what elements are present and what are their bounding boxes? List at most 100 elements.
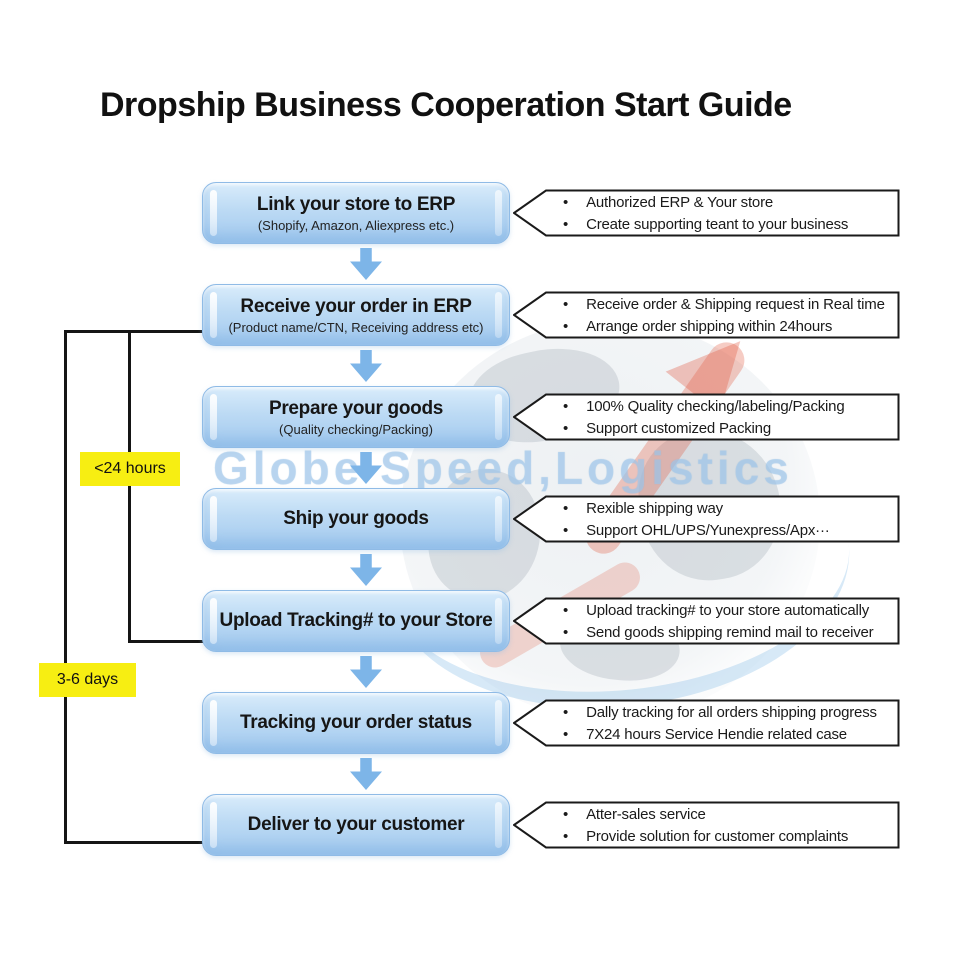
note-line: • Authorized ERP & Your store [563, 192, 900, 213]
step-note-callout: • Dally tracking for all orders shipping… [513, 699, 900, 747]
step-note-callout: • 100% Quality checking/labeling/Packing… [513, 393, 900, 441]
gloss-highlight [495, 292, 502, 338]
flow-step-label: Upload Tracking# to your Store [219, 610, 493, 631]
note-text: Atter-sales service [586, 805, 706, 823]
flow-step-box: Receive your order in ERP (Product name/… [202, 284, 510, 346]
step-row: Deliver to your customer • Atter-sales s… [0, 794, 960, 896]
bullet-icon: • [563, 521, 569, 539]
bracket-line-top [64, 330, 203, 333]
bullet-icon: • [563, 193, 569, 211]
bullet-icon: • [563, 805, 569, 823]
flow-step-sublabel: (Product name/CTN, Receiving address etc… [228, 319, 484, 335]
bullet-icon: • [563, 499, 569, 517]
flow-step-sublabel: (Shopify, Amazon, Aliexpress etc.) [257, 217, 455, 233]
flow-step-box: Tracking your order status [202, 692, 510, 754]
note-text: Support OHL/UPS/Yunexpress/Apx··· [586, 521, 830, 539]
note-text: Provide solution for customer complaints [586, 827, 849, 845]
step-note-callout: • Atter-sales service • Provide solution… [513, 801, 900, 849]
flow-step-box: Deliver to your customer [202, 794, 510, 856]
note-line: • 100% Quality checking/labeling/Packing [563, 396, 900, 417]
note-text: Send goods shipping remind mail to recei… [586, 623, 874, 641]
callout-notes: • Dally tracking for all orders shipping… [513, 699, 900, 747]
bracket-line-24hours [128, 330, 131, 643]
callout-outline [513, 393, 900, 441]
bullet-icon: • [563, 295, 569, 313]
gloss-highlight [495, 190, 502, 236]
note-line: • Rexible shipping way [563, 498, 900, 519]
gloss-highlight [495, 700, 502, 746]
bullet-icon: • [563, 703, 569, 721]
gloss-highlight [495, 496, 502, 542]
callout-outline [513, 495, 900, 543]
step-row: Upload Tracking# to your Store • Upload … [0, 590, 960, 692]
bullet-icon: • [563, 827, 569, 845]
note-text: Create supporting teant to your business [586, 215, 849, 233]
down-arrow-icon [350, 758, 382, 790]
gloss-highlight [495, 394, 502, 440]
gloss-highlight [210, 292, 217, 338]
flow-step-label: Link your store to ERP [256, 193, 456, 215]
note-line: • Send goods shipping remind mail to rec… [563, 622, 900, 643]
callout-outline [513, 801, 900, 849]
bullet-icon: • [563, 419, 569, 437]
callout-outline [513, 597, 900, 645]
bracket-line-3-6days-end [64, 841, 203, 844]
note-line: • Upload tracking# to your store automat… [563, 600, 900, 621]
callout-notes: • Upload tracking# to your store automat… [513, 597, 900, 645]
down-arrow-icon [350, 248, 382, 280]
step-note-callout: • Rexible shipping way • Support OHL/UPS… [513, 495, 900, 543]
bullet-icon: • [563, 601, 569, 619]
bracket-line-3-6days [64, 330, 67, 844]
flow-step-box: Upload Tracking# to your Store [202, 590, 510, 652]
step-note-callout: • Authorized ERP & Your store • Create s… [513, 189, 900, 237]
bullet-icon: • [563, 725, 569, 743]
step-row: Receive your order in ERP (Product name/… [0, 284, 960, 386]
bracket-line-24hours-end [128, 640, 203, 643]
flow-step-label: Receive your order in ERP [240, 295, 472, 317]
step-note-callout: • Receive order & Shipping request in Re… [513, 291, 900, 339]
gloss-highlight [495, 598, 502, 644]
duration-label-24hours: <24 hours [80, 452, 180, 486]
note-line: • Support customized Packing [563, 418, 900, 439]
callout-notes: • 100% Quality checking/labeling/Packing… [513, 393, 900, 441]
note-line: • 7X24 hours Service Hendie related case [563, 724, 900, 745]
note-text: Rexible shipping way [586, 499, 723, 517]
note-line: • Support OHL/UPS/Yunexpress/Apx··· [563, 520, 900, 541]
callout-notes: • Authorized ERP & Your store • Create s… [513, 189, 900, 237]
callout-notes: • Rexible shipping way • Support OHL/UPS… [513, 495, 900, 543]
page-title: Dropship Business Cooperation Start Guid… [100, 86, 792, 124]
flow-step-label: Prepare your goods [268, 397, 444, 419]
gloss-highlight [210, 598, 217, 644]
gloss-highlight [495, 802, 502, 848]
flow-step-label: Tracking your order status [240, 712, 472, 733]
callout-outline [513, 699, 900, 747]
step-row: Tracking your order status • Dally track… [0, 692, 960, 794]
bullet-icon: • [563, 317, 569, 335]
note-text: 7X24 hours Service Hendie related case [586, 725, 847, 743]
down-arrow-icon [350, 656, 382, 688]
note-text: Receive order & Shipping request in Real… [586, 295, 885, 313]
note-line: • Arrange order shipping within 24hours [563, 316, 900, 337]
down-arrow-icon [350, 554, 382, 586]
note-text: Arrange order shipping within 24hours [586, 317, 833, 335]
step-row: Link your store to ERP (Shopify, Amazon,… [0, 182, 960, 284]
flow-step-label: Ship your goods [283, 508, 429, 529]
flow-step-box: Link your store to ERP (Shopify, Amazon,… [202, 182, 510, 244]
callout-notes: • Receive order & Shipping request in Re… [513, 291, 900, 339]
note-text: Support customized Packing [586, 419, 771, 437]
bullet-icon: • [563, 623, 569, 641]
note-line: • Dally tracking for all orders shipping… [563, 702, 900, 723]
bullet-icon: • [563, 215, 569, 233]
flow-step-box: Ship your goods [202, 488, 510, 550]
callout-outline [513, 189, 900, 237]
flow-step-label: Deliver to your customer [247, 814, 465, 835]
note-text: Upload tracking# to your store automatic… [586, 601, 870, 619]
gloss-highlight [210, 700, 217, 746]
step-note-callout: • Upload tracking# to your store automat… [513, 597, 900, 645]
note-text: Authorized ERP & Your store [586, 193, 774, 211]
note-text: 100% Quality checking/labeling/Packing [586, 397, 845, 415]
note-text: Dally tracking for all orders shipping p… [586, 703, 877, 721]
note-line: • Provide solution for customer complain… [563, 826, 900, 847]
